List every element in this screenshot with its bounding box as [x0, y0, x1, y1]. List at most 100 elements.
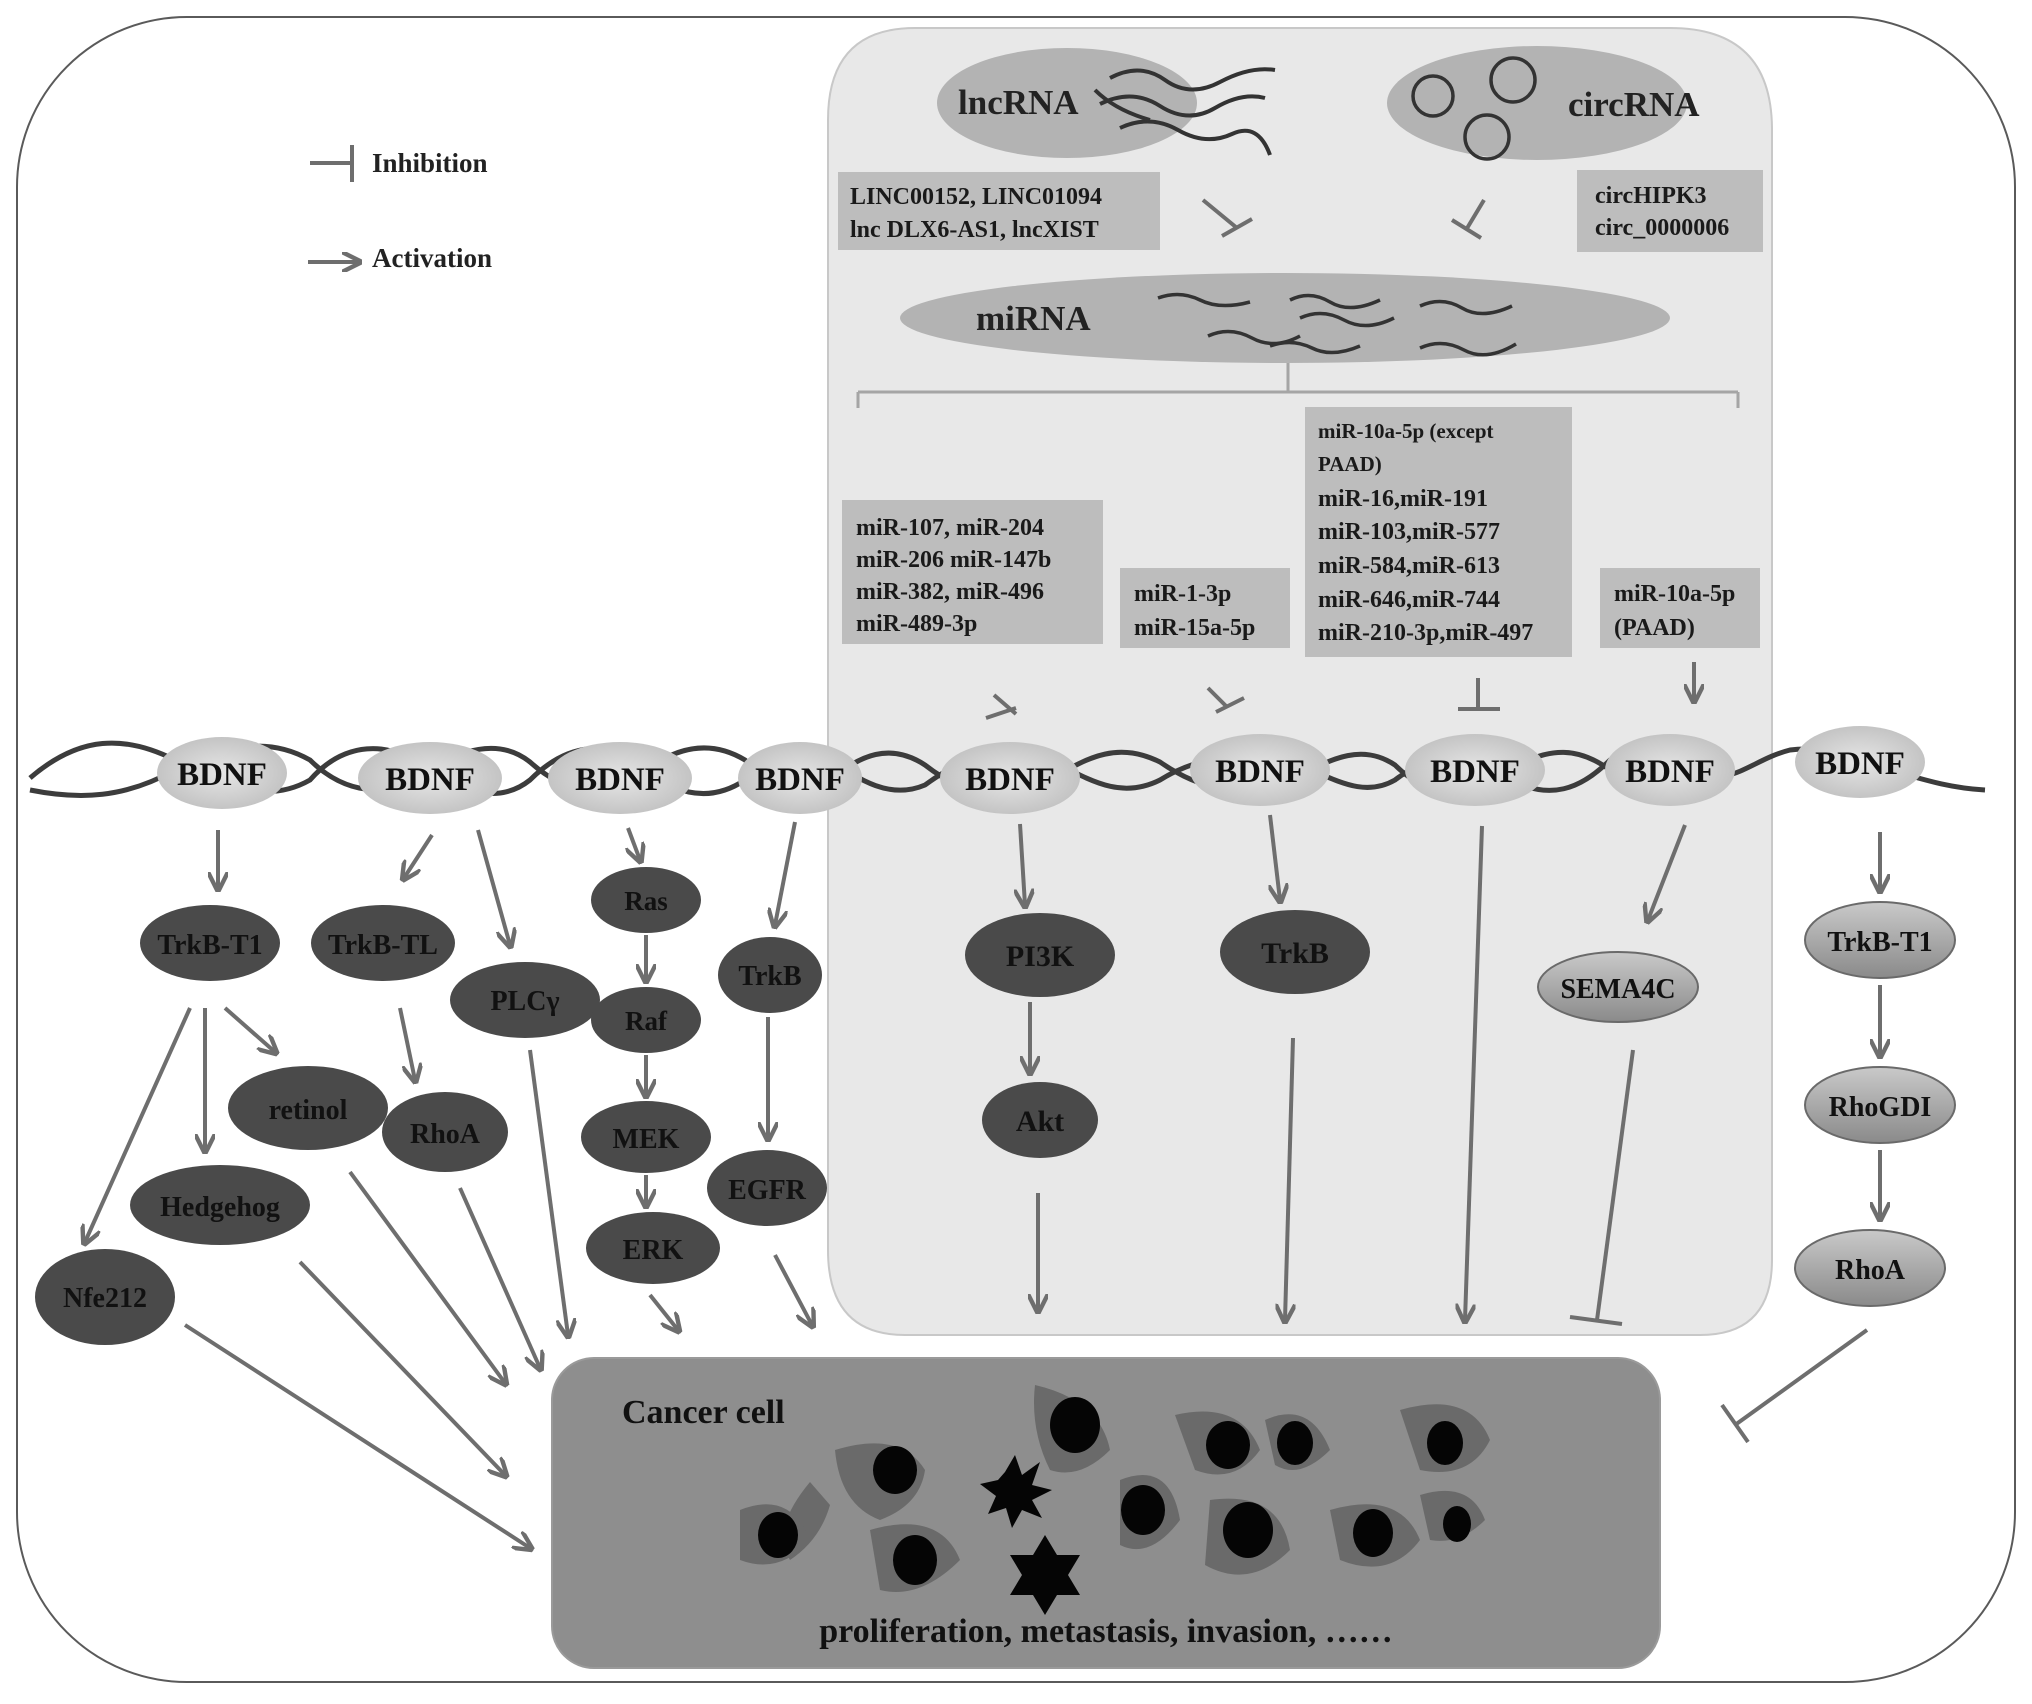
arrow-bdnf7-cancer	[1465, 825, 1484, 1320]
bdnf-node-2	[358, 742, 502, 814]
rhogdi-node	[1804, 1066, 1956, 1144]
retinol-node	[228, 1066, 388, 1150]
mek-node	[581, 1101, 711, 1173]
bdnf-node-3	[548, 742, 692, 814]
sema4c-node	[1537, 951, 1699, 1023]
bdnf-label-2: BDNF	[385, 762, 475, 798]
cancer-outcomes: proliferation, metastasis, invasion, ……	[819, 1613, 1393, 1650]
sema4c-label: SEMA4C	[1560, 974, 1675, 1005]
bdnf-label-3: BDNF	[575, 762, 665, 798]
bdnf-node-6	[1190, 734, 1330, 806]
arrow-bdnf2-trkbtl	[404, 833, 434, 878]
mirna-label: miRNA	[976, 299, 1091, 338]
mirna-group3-head-1: miR-10a-5p (except	[1318, 419, 1494, 443]
bdnf-node-7	[1405, 734, 1545, 806]
rhoa-right-label: RhoA	[1835, 1255, 1906, 1286]
trkb-center-label: TrkB	[1261, 937, 1329, 970]
rhoa-right-node	[1794, 1229, 1946, 1307]
mirna-ellipse	[900, 273, 1670, 363]
plcg-label: PLCγ	[490, 986, 559, 1017]
bdnf-label-1: BDNF	[177, 757, 267, 793]
lnc-list-line-2: lnc DLX6-AS1, lncXIST	[850, 217, 1099, 243]
arrow-trkbt1-nfe212	[85, 1007, 192, 1242]
arrow-erk-cancer	[648, 1293, 678, 1330]
raf-label: Raf	[625, 1006, 668, 1036]
pi3k-node	[965, 913, 1115, 997]
cancer-cells-illustration	[740, 1385, 1490, 1615]
mirna-group1-line-2: miR-206 miR-147b	[856, 547, 1051, 573]
arrow-trkbtl-rhoa	[398, 1007, 415, 1080]
mek-label: MEK	[613, 1124, 680, 1155]
mirna-group2-line-1: miR-1-3p	[1134, 581, 1231, 607]
mirna-group1-line-3: miR-382, miR-496	[856, 579, 1044, 605]
arrow-bdnf8-sema4c	[1648, 824, 1687, 920]
mirna-group: miRNA	[900, 273, 1670, 363]
mirna-group4-line-2: (PAAD)	[1614, 615, 1695, 641]
arrow-nfe212-cancer	[183, 1323, 530, 1548]
trkb-center-node	[1220, 910, 1370, 994]
erk-label: ERK	[623, 1235, 684, 1266]
arrow-plcg-cancer	[528, 1049, 568, 1335]
nfe212-label: Nfe212	[63, 1283, 147, 1314]
mirna-group3-line-5: miR-210-3p,miR-497	[1318, 620, 1533, 646]
circ-list-line-1: circHIPK3	[1595, 183, 1707, 209]
mirna-group3-line-1: miR-16,miR-191	[1318, 486, 1488, 512]
mirna-group3-head-2: PAAD)	[1318, 452, 1382, 476]
circrna-ellipse	[1387, 46, 1687, 160]
mirna-group1-line-1: miR-107, miR-204	[856, 515, 1044, 541]
mirna-group1-inhibition-icon	[985, 693, 1018, 720]
circrna-circles-icon	[1411, 56, 1537, 161]
lncrna-ellipse	[937, 48, 1197, 158]
akt-label: Akt	[1016, 1105, 1064, 1138]
trkb-t1-right-node	[1804, 901, 1956, 979]
bdnf-nodes: BDNF BDNF BDNF BDNF BDNF BDNF BDNF BDNF …	[157, 726, 1925, 814]
sema4c-inhibition	[1569, 1049, 1635, 1326]
bdnf-node-5	[940, 742, 1080, 814]
egfr-label: EGFR	[728, 1175, 807, 1206]
arrow-trkb-cancer	[1285, 1037, 1293, 1320]
bdnf-node-1	[157, 737, 287, 809]
lncrna-group: lncRNA	[937, 48, 1276, 158]
lncrna-strands-icon	[1093, 67, 1276, 156]
arrow-bdnf4-trkb	[775, 821, 797, 925]
circrna-label: circRNA	[1568, 85, 1700, 124]
mirna-group2-line-2: miR-15a-5p	[1134, 615, 1255, 641]
inhibition-label: Inhibition	[372, 148, 488, 178]
rhoa-right-inhibition	[1720, 1328, 1869, 1444]
hedgehog-label: Hedgehog	[160, 1192, 280, 1223]
mirna-group3-inhibition-icon	[1458, 678, 1500, 711]
rhoa-node	[382, 1092, 508, 1172]
arrow-bdnf6-trkb	[1268, 814, 1280, 900]
arrow-retinol-cancer	[348, 1170, 505, 1383]
erk-node	[586, 1212, 720, 1284]
trkb-left-node	[718, 937, 822, 1013]
lnc-list-box	[838, 172, 1160, 250]
circ-list-line-2: circ_0000006	[1595, 215, 1729, 241]
arrow-bdnf3-ras	[628, 827, 640, 860]
bdnf-node-8	[1605, 734, 1735, 806]
arrow-trkbt1-retinol	[223, 1006, 275, 1052]
trkb-left-label: TrkB	[738, 961, 801, 992]
trkb-t1-node	[140, 905, 280, 981]
mirna-group3-line-4: miR-646,miR-744	[1318, 587, 1500, 613]
legend: Inhibition Activation	[308, 145, 492, 273]
trkb-tl-node	[311, 905, 455, 981]
activation-arrows	[85, 814, 1880, 1548]
lncrna-label: lncRNA	[958, 83, 1079, 122]
mirna-strands-icon	[1157, 292, 1517, 357]
bdnf-node-4	[738, 742, 862, 814]
cancer-cell-box	[551, 1357, 1661, 1669]
pi3k-label: PI3K	[1006, 940, 1075, 973]
bdnf-node-9	[1795, 726, 1925, 798]
lnc-list-line-1: LINC00152, LINC01094	[850, 184, 1102, 210]
ras-node	[591, 867, 701, 933]
trkb-tl-label: TrkB-TL	[328, 930, 438, 961]
mirna-group2-inhibition-icon	[1206, 686, 1245, 714]
bdnf-label-8: BDNF	[1625, 754, 1715, 790]
activation-label: Activation	[372, 243, 492, 273]
circ-inhibition-icon	[1450, 198, 1486, 240]
trkb-t1-right-label: TrkB-T1	[1827, 927, 1932, 958]
lnc-inhibition-icon	[1201, 198, 1253, 238]
pathway-nodes: TrkB-T1 TrkB-TL PLCγ Ras Raf MEK ERK Trk…	[35, 867, 1956, 1345]
